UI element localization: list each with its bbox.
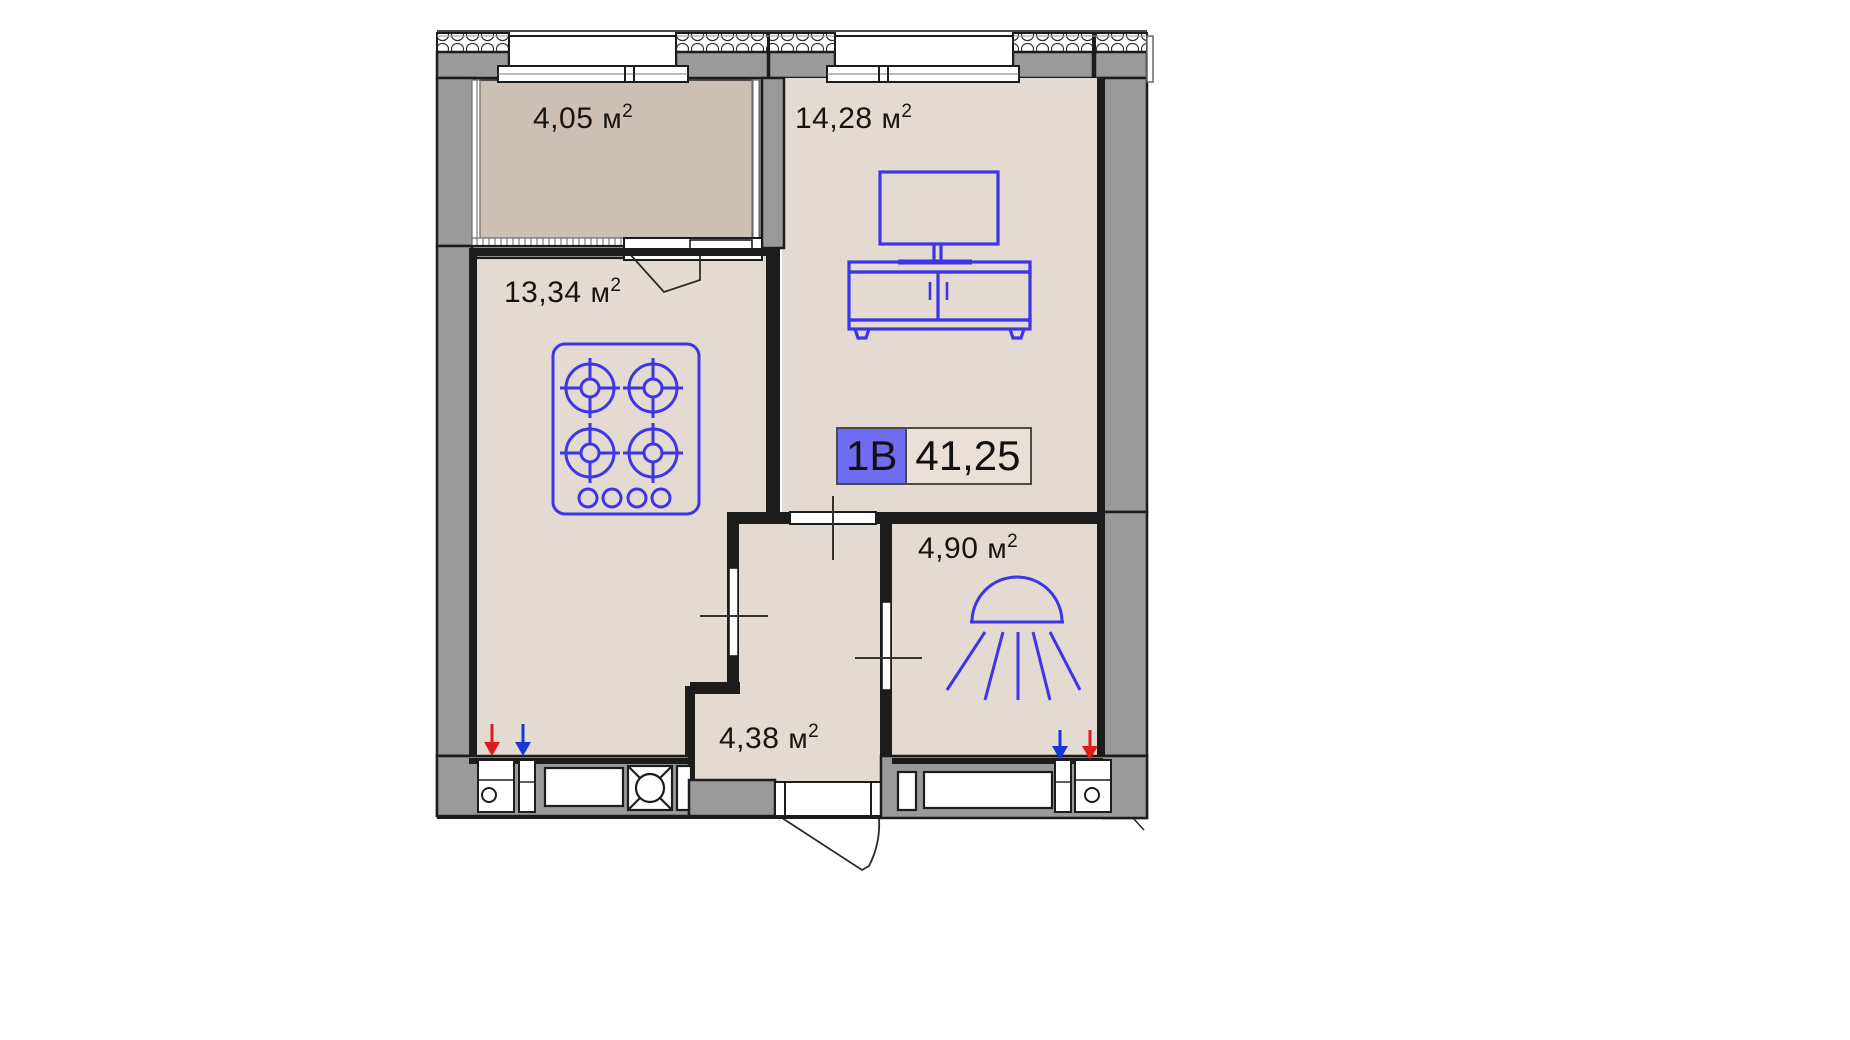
area-exponent-living-room: 2 <box>901 101 913 122</box>
area-unit-balcony: м <box>602 103 623 134</box>
cold-water-riser-left <box>515 724 531 756</box>
area-value-hallway: 4,38 <box>719 722 780 755</box>
area-unit-hallway: м <box>788 723 809 754</box>
area-label-hallway: 4,38 м2 <box>719 721 820 755</box>
apartment-type-code: 1В <box>838 429 908 483</box>
entry-door-opening <box>774 781 882 817</box>
tv-on-stand-icon <box>847 170 1032 340</box>
bottom-left-window-sill <box>543 766 625 808</box>
shower-head-icon <box>945 575 1082 701</box>
area-label-bathroom: 4,90 м2 <box>918 531 1019 565</box>
area-value-living-room: 14,28 <box>795 102 873 135</box>
bottom-left-duct <box>518 759 536 813</box>
gas-cooktop-icon <box>551 342 701 516</box>
area-exponent-balcony: 2 <box>622 101 634 122</box>
apartment-total-area: 41,25 <box>915 432 1021 479</box>
bottom-wall <box>435 754 1149 872</box>
area-value-balcony: 4,05 <box>533 102 594 135</box>
bottom-right-riser-box <box>1074 759 1112 813</box>
balcony-door-swing <box>627 251 701 294</box>
windows <box>497 35 1154 83</box>
bottom-left-riser-box <box>477 759 515 813</box>
area-label-balcony: 4,05 м2 <box>533 101 634 135</box>
area-exponent-bathroom: 2 <box>1007 531 1019 552</box>
area-exponent-hallway: 2 <box>808 721 820 742</box>
bottom-right-duct <box>1054 759 1072 813</box>
hot-water-riser-right <box>1082 730 1098 760</box>
ventilation-symbol <box>626 764 674 812</box>
area-unit-kitchen: м <box>590 277 611 308</box>
hot-water-riser-left <box>484 724 500 756</box>
cold-water-riser-right <box>1052 730 1068 760</box>
room-fill-bathroom <box>892 522 1103 758</box>
area-label-living-room: 14,28 м2 <box>795 101 913 135</box>
area-unit-bathroom: м <box>987 533 1008 564</box>
bottom-right-window-sill <box>922 770 1054 810</box>
area-unit-living-room: м <box>881 103 902 134</box>
kitchen-doorway <box>728 567 739 657</box>
interior-walls <box>469 76 1105 796</box>
area-exponent-kitchen: 2 <box>610 275 622 296</box>
entry-door-swing <box>778 815 881 872</box>
area-value-kitchen: 13,34 <box>504 276 582 309</box>
room-fill-kitchen <box>475 254 770 756</box>
bathroom-doorway <box>881 601 892 691</box>
area-value-bathroom: 4,90 <box>918 532 979 565</box>
apartment-badge: 1В 41,25 <box>836 427 1033 485</box>
riser-arrows <box>484 724 1098 760</box>
area-label-kitchen: 13,34 м2 <box>504 275 622 309</box>
